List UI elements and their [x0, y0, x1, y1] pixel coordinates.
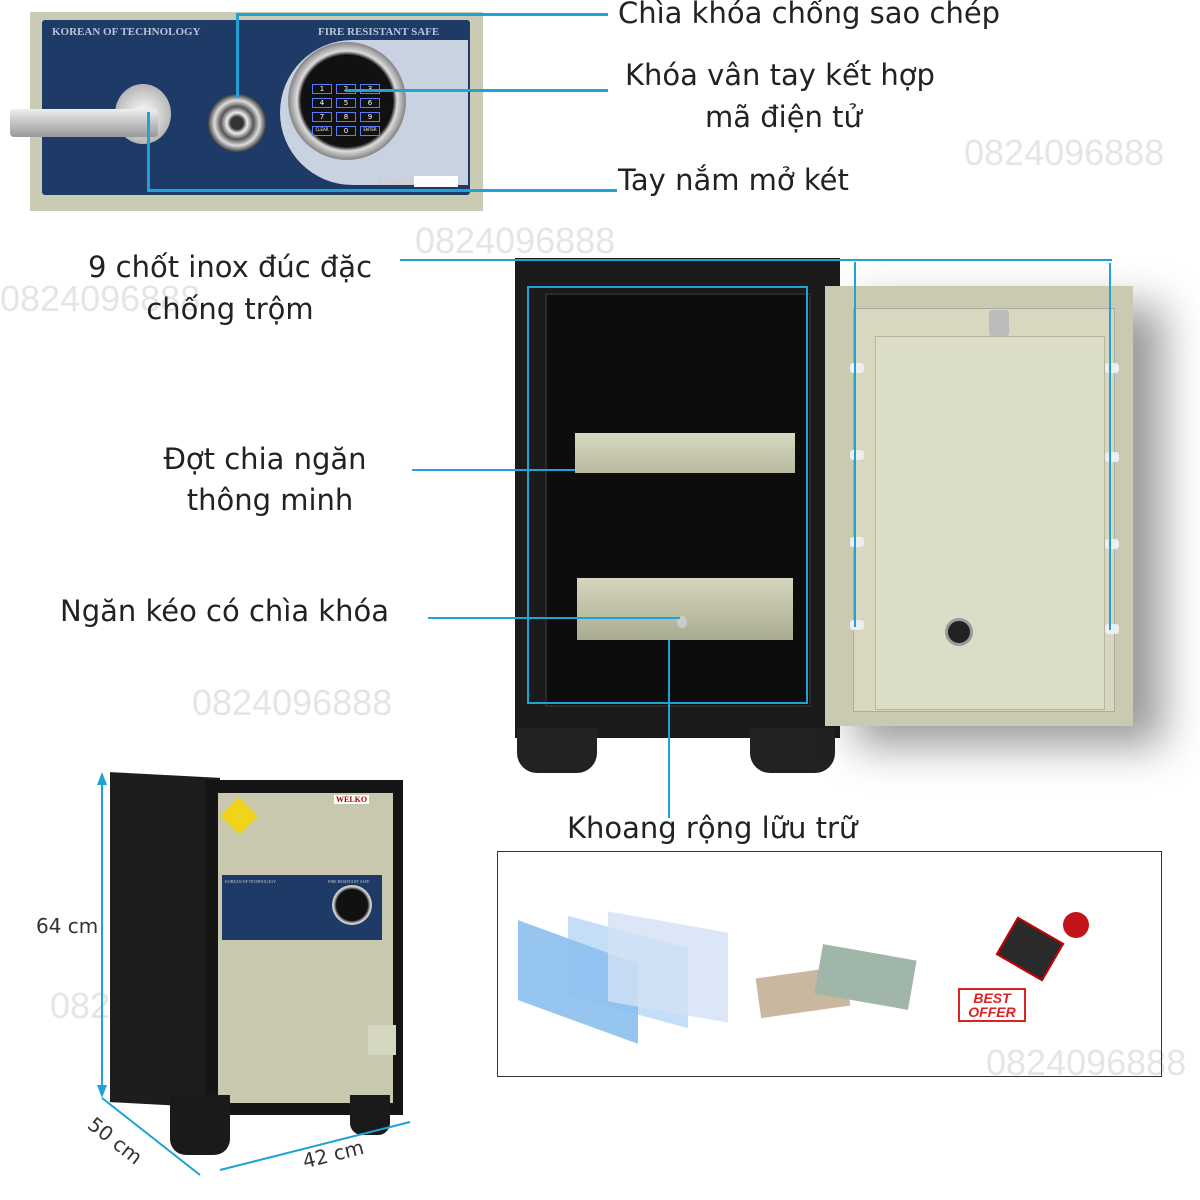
keypad-key: 6 [360, 98, 380, 108]
keypad-key: CLEAR [312, 126, 332, 136]
keypad-key: 1 [312, 84, 332, 94]
document-folders-image [518, 911, 728, 1044]
small-brand-left: KOREAN OF TECHNOLOGY [225, 879, 277, 884]
closed-safe-image: KOREAN OF TECHNOLOGY FIRE RESISTANT SAFE… [110, 772, 410, 1170]
keypad-key: 7 [312, 112, 332, 122]
storage-highlight [527, 286, 808, 704]
bolt [1105, 452, 1119, 462]
watermark: 0824096888 [964, 132, 1165, 173]
keypad-key: 0 [336, 126, 356, 136]
callout-key: Chìa khóa chống sao chép [618, 0, 1001, 30]
callout-bolts-2: chống trộm [146, 292, 314, 326]
bolt [1105, 624, 1119, 634]
handle-lever [10, 109, 158, 137]
keypad-key: 5 [336, 98, 356, 108]
callout-shelf-1: Đợt chia ngăn [163, 442, 367, 476]
callout-fingerprint-2: mã điện tử [705, 100, 862, 134]
watermark: 0824096888 [415, 220, 616, 261]
bolt [1105, 539, 1119, 549]
small-brand-right: FIRE RESISTANT SAFE [328, 879, 370, 884]
model-label: MODEL [377, 177, 415, 188]
keypad-key: 4 [312, 98, 332, 108]
panel-brand-right: FIRE RESISTANT SAFE [318, 26, 440, 38]
keypad-key: ENTER [360, 126, 380, 136]
watermark: 0824096888 [0, 278, 201, 319]
bolt [850, 620, 864, 630]
watermark: 0824096888 [192, 682, 393, 723]
money-stacks-image [755, 942, 918, 1019]
keypad-key: 8 [336, 112, 356, 122]
welko-logo: WELKO [334, 795, 370, 804]
shelf [575, 433, 795, 473]
best-offer-stamp: BEST OFFER [958, 988, 1026, 1022]
callout-handle: Tay nắm mở két [618, 163, 849, 197]
bolt [850, 363, 864, 373]
control-panel-image: KOREAN OF TECHNOLOGY FIRE RESISTANT SAFE… [10, 12, 483, 211]
key-lock [208, 94, 266, 152]
fingerprint-lock: 1 2 3 4 5 6 7 8 9 CLEAR 0 ENTER [288, 42, 406, 160]
panel-brand-left: KOREAN OF TECHNOLOGY [52, 26, 201, 38]
keypad-key: 9 [360, 112, 380, 122]
storage-items-box: BEST OFFER [497, 851, 1162, 1077]
callout-fingerprint-1: Khóa vân tay kết hợp [625, 58, 935, 92]
callout-storage: Khoang rộng lữu trữ [567, 811, 858, 845]
callout-shelf-2: thông minh [186, 483, 354, 517]
drawer [577, 578, 793, 640]
stamp-text: OFFER [968, 1004, 1016, 1020]
bolt [1105, 363, 1119, 373]
open-safe-image [505, 258, 1135, 780]
bolt [850, 537, 864, 547]
dimension-height: 64 cm [36, 914, 99, 938]
callout-bolts-1: 9 chốt inox đúc đặc [87, 250, 373, 284]
stamp-text: BEST [973, 990, 1011, 1006]
stamp-image [995, 907, 1103, 987]
bolt [850, 450, 864, 460]
callout-drawer: Ngăn kéo có chìa khóa [60, 594, 389, 628]
